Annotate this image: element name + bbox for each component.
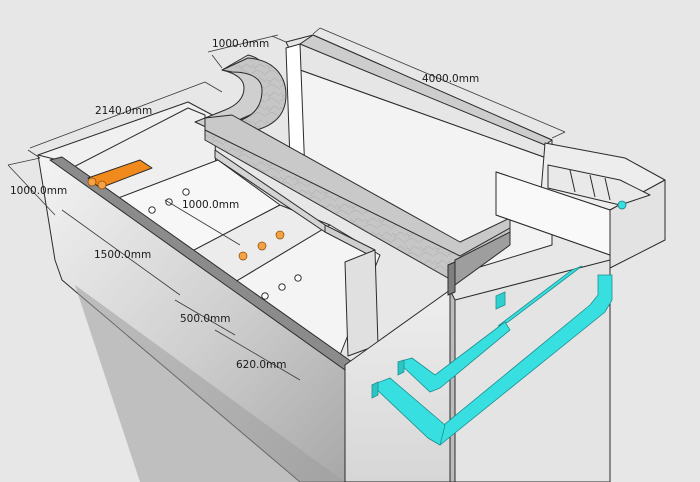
pipe-middle xyxy=(397,321,511,393)
pipe-middle-end xyxy=(397,359,405,376)
divider-end-edge xyxy=(447,261,456,296)
pipe-lower-end xyxy=(371,381,379,399)
hole-1 xyxy=(148,206,156,214)
hole-4 xyxy=(261,292,269,300)
filter-partition-1 xyxy=(569,169,576,193)
divider-long-top xyxy=(204,114,511,257)
pipe-upper-elbow xyxy=(495,291,506,310)
filter-partition-3 xyxy=(604,177,611,201)
dim-label-chamber-gap: 500.0mm xyxy=(180,313,231,325)
filter-partition-2 xyxy=(589,174,596,198)
dim-label-front-offset: 620.0mm xyxy=(236,359,287,371)
dimension-labels: 1000.0mm 4000.0mm 2140.0mm 1000.0mm 1000… xyxy=(10,38,479,371)
dim-label-long-length: 4000.0mm xyxy=(422,73,479,85)
orange-fitting-3 xyxy=(238,251,248,261)
hole-5 xyxy=(278,283,286,291)
hole-3 xyxy=(182,188,190,196)
filter-box-inside xyxy=(547,164,651,206)
orange-fitting-4 xyxy=(257,241,267,251)
dim-label-left-depth: 1000.0mm xyxy=(10,185,67,197)
concrete-divider xyxy=(194,34,553,296)
front-wall-shadow xyxy=(75,285,345,482)
wall-holes xyxy=(148,188,302,300)
pipe-lower xyxy=(371,377,446,446)
pipe-upper xyxy=(497,265,583,327)
dim-label-top-width: 1000.0mm xyxy=(212,38,269,50)
hole-6 xyxy=(294,274,302,282)
dim-label-side-width: 2140.0mm xyxy=(95,105,152,117)
orange-fitting-2 xyxy=(97,180,107,190)
pipe-system xyxy=(371,265,613,446)
right-edge xyxy=(449,289,456,482)
dimension-lines xyxy=(7,27,566,381)
filter-box-side xyxy=(609,179,666,269)
dim-label-inner-length: 1500.0mm xyxy=(94,249,151,261)
orange-fitting-5 xyxy=(275,230,285,240)
dim-label-inner-width: 1000.0mm xyxy=(182,199,239,211)
divider-wall-3 xyxy=(344,249,379,357)
filter-box xyxy=(495,142,666,269)
tank-structure xyxy=(37,34,611,482)
inlet-fittings xyxy=(87,159,285,261)
orange-fitting-1 xyxy=(87,177,97,187)
filter-outlet-fitting xyxy=(617,200,627,210)
orange-pipe xyxy=(87,159,153,189)
